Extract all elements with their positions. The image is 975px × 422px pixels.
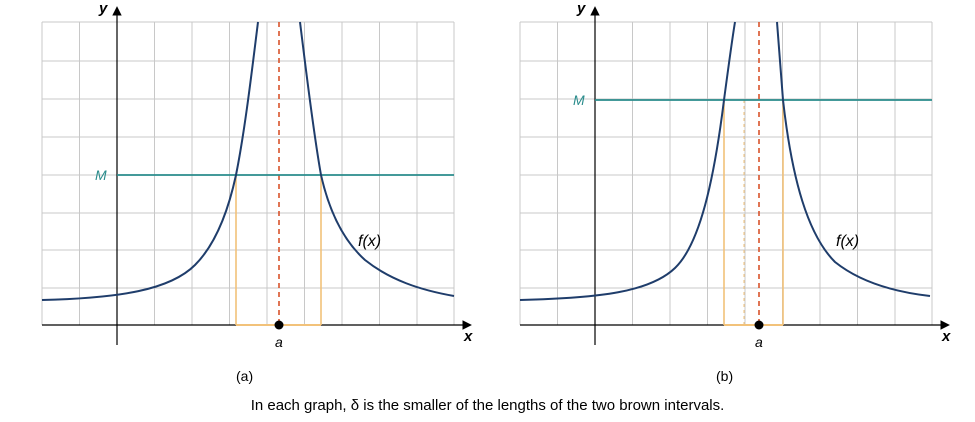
threshold-label-a: M bbox=[95, 167, 107, 183]
y-axis-label-a: y bbox=[98, 0, 108, 17]
panel-a: x y M f(x) a (a) bbox=[41, 0, 473, 384]
point-label-b: a bbox=[755, 334, 763, 350]
x-axis-label-a: x bbox=[463, 328, 473, 345]
x-axis-label-b: x bbox=[941, 328, 951, 345]
figure: x y M f(x) a (a) bbox=[41, 0, 951, 384]
figure-caption: In each graph, δ is the smaller of the l… bbox=[250, 397, 725, 414]
panel-sublabel-a: (a) bbox=[236, 368, 253, 384]
curve-left-b bbox=[519, 21, 736, 301]
function-label-b: f(x) bbox=[836, 233, 859, 250]
curve-left-a bbox=[41, 21, 259, 301]
threshold-label-b: M bbox=[573, 92, 585, 108]
curve-right-a bbox=[299, 21, 455, 297]
function-label-a: f(x) bbox=[358, 233, 381, 250]
point-a-marker-b bbox=[754, 320, 764, 330]
curve-right-b bbox=[776, 21, 931, 297]
grid-b bbox=[519, 21, 933, 325]
panel-b: x y M f(x) a (b) bbox=[519, 0, 951, 384]
point-a-marker-a bbox=[274, 320, 284, 330]
panel-sublabel-b: (b) bbox=[716, 368, 733, 384]
point-label-a: a bbox=[275, 334, 283, 350]
y-axis-label-b: y bbox=[576, 0, 586, 17]
